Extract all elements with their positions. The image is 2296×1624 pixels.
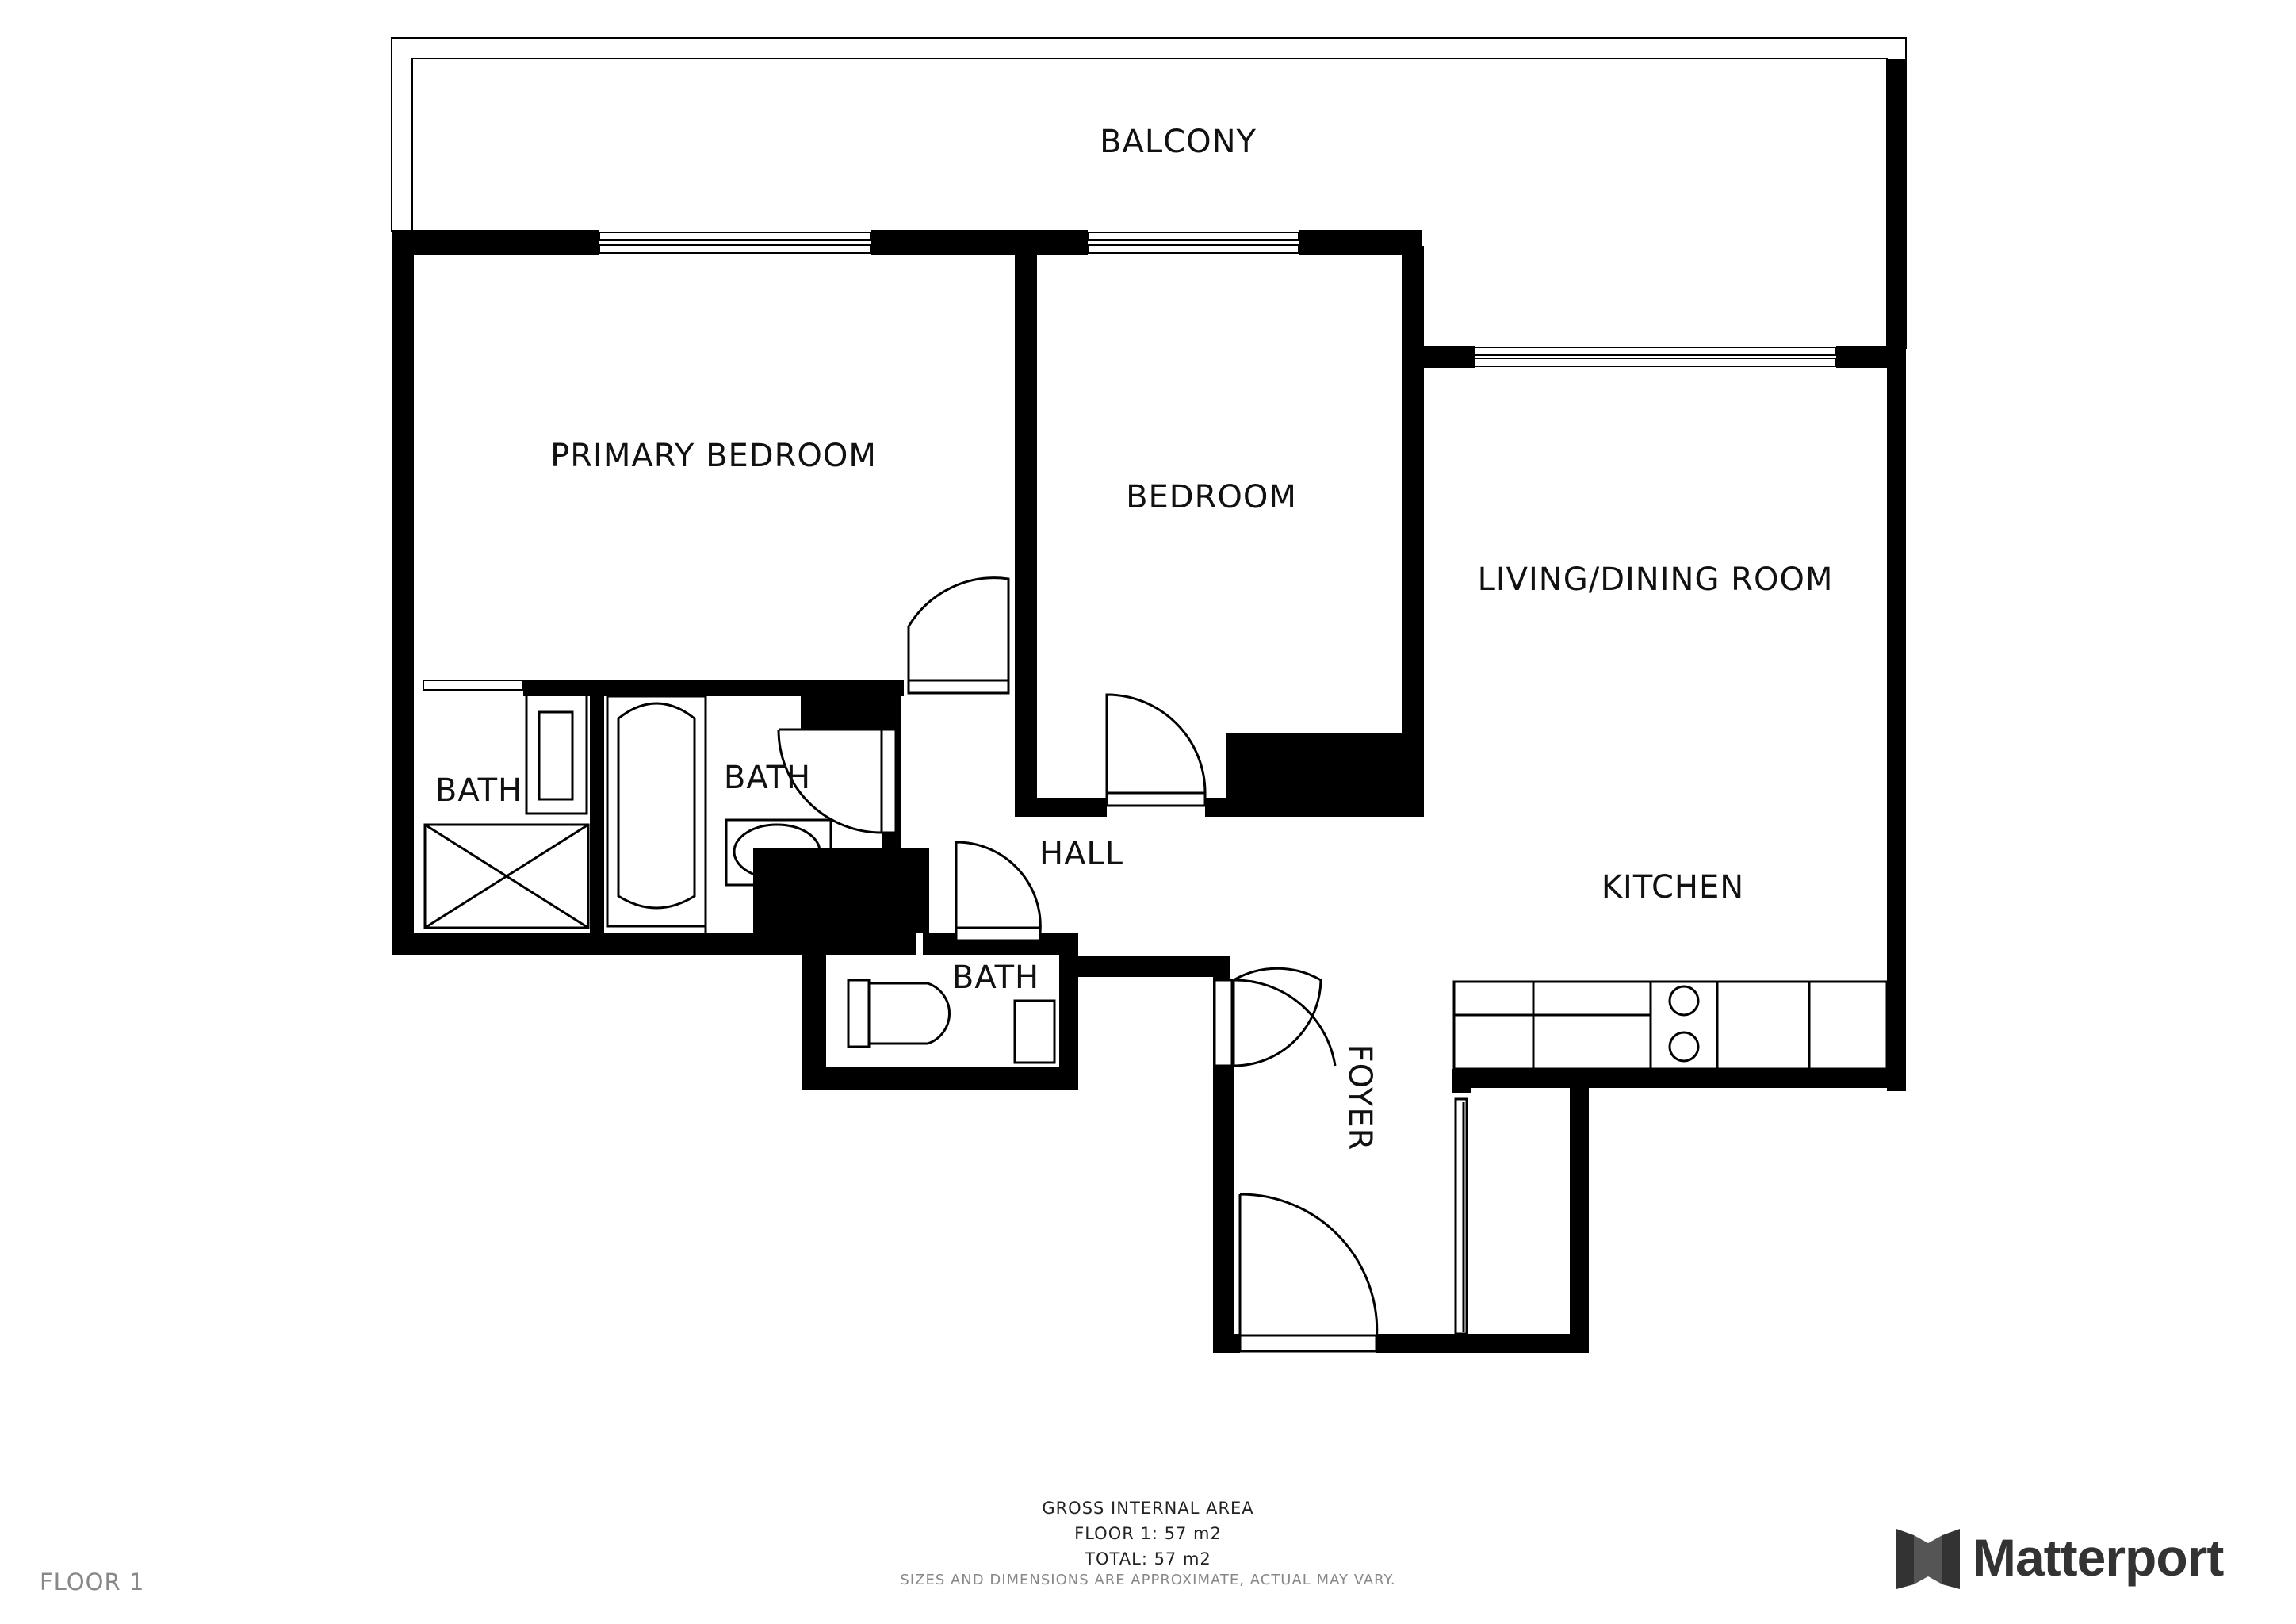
room-label-foyer: FOYER (1341, 1044, 1378, 1151)
room-label-hall: HALL (1039, 836, 1123, 872)
room-label-bedroom: BEDROOM (1126, 479, 1297, 515)
disclaimer: SIZES AND DIMENSIONS ARE APPROXIMATE, AC… (900, 1572, 1396, 1588)
room-label-kitchen: KITCHEN (1601, 869, 1744, 906)
area-summary: GROSS INTERNAL AREA FLOOR 1: 57 m2 TOTAL… (0, 1496, 2296, 1588)
matterport-logo-icon (1896, 1529, 1960, 1589)
walls (392, 59, 1906, 1353)
room-label-bath-1: BATH (435, 772, 522, 809)
room-label-bath-2: BATH (724, 760, 811, 796)
floor-area: FLOOR 1: 57 m2 (1074, 1524, 1222, 1543)
brand-name: Matterport (1973, 1528, 2224, 1587)
room-label-living-dining: LIVING/DINING ROOM (1478, 561, 1834, 598)
room-label-bath-3: BATH (952, 959, 1039, 996)
area-heading: GROSS INTERNAL AREA (1042, 1499, 1254, 1518)
doors (777, 576, 1468, 1353)
floor-label: FLOOR 1 (40, 1568, 145, 1595)
room-label-balcony: BALCONY (1100, 124, 1257, 160)
balcony-outline (391, 37, 1907, 349)
windows (423, 232, 1837, 691)
brand-logo: Matterport (1896, 1526, 2224, 1589)
room-label-primary-bedroom: PRIMARY BEDROOM (550, 438, 877, 474)
fixtures (423, 693, 1888, 1332)
total-area: TOTAL: 57 m2 (1085, 1549, 1211, 1568)
